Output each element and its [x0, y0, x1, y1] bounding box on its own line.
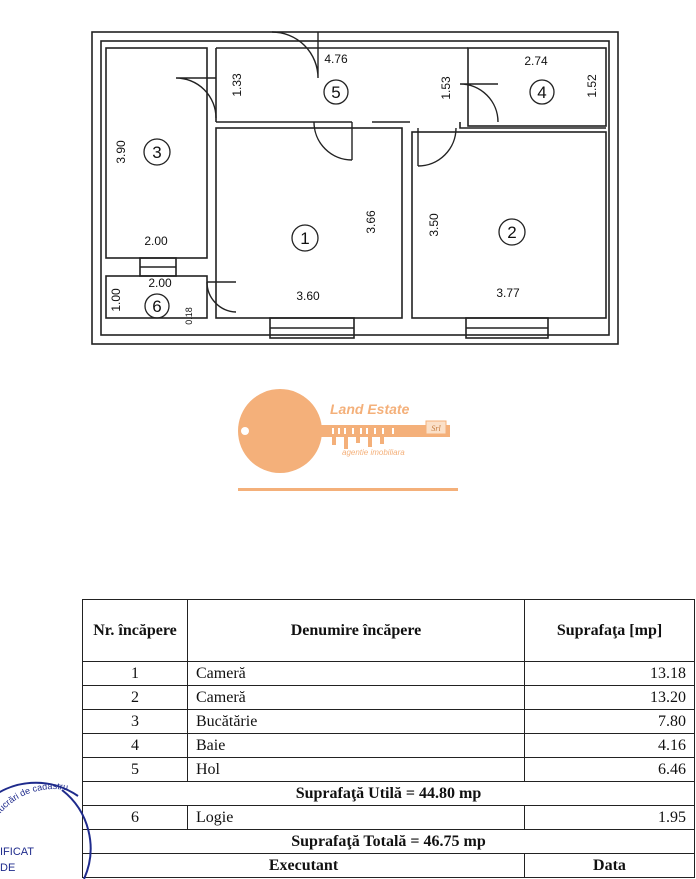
- room-1-number: 1: [300, 229, 309, 248]
- table-row: 5 Hol 6.46: [82, 757, 695, 782]
- dim-room2-height: 3.50: [427, 213, 441, 237]
- logo-subtitle: agentie imobiliara: [342, 448, 405, 457]
- row-area: 1.95: [524, 805, 695, 830]
- dim-hall-left-height: 1.33: [230, 73, 244, 97]
- row-name: Bucătărie: [187, 709, 525, 734]
- room-6-number: 6: [152, 297, 161, 316]
- dim-loggia-width: 2.00: [148, 276, 172, 290]
- header-room-number: Nr. încăpere: [82, 599, 188, 662]
- row-name: Cameră: [187, 685, 525, 710]
- logo-underline: [238, 488, 458, 491]
- room-2-number: 2: [507, 223, 516, 242]
- table-row: 2 Cameră 13.20: [82, 685, 695, 710]
- room-4-outline: [467, 47, 607, 127]
- row-area: 13.18: [524, 661, 695, 686]
- dim-hall-width: 4.76: [324, 52, 348, 66]
- executant-row: Executant Data: [82, 853, 695, 878]
- row-nr: 4: [82, 733, 188, 758]
- row-name: Baie: [187, 733, 525, 758]
- dim-hall-right-height: 1.53: [439, 76, 453, 100]
- logo-badge: Srl: [431, 424, 441, 433]
- row-name: Hol: [187, 757, 525, 782]
- room-5-outline: [215, 47, 606, 129]
- door-room-1: [313, 121, 353, 161]
- floor-plan: 1 2 3 4 5 6 4.76 1.33 1.53 2.74 1.52 3.9…: [91, 31, 619, 345]
- room-area-table: Nr. încăpere Denumire încăpere Suprafaţa…: [82, 599, 695, 878]
- dim-loggia-height: 1.00: [109, 288, 123, 312]
- dim-room1-height: 3.66: [364, 210, 378, 234]
- outer-wall: [91, 31, 619, 345]
- table-row: 4 Baie 4.16: [82, 733, 695, 758]
- stamp-line-1: IFICAT: [0, 846, 35, 858]
- stamp-arc-text: cute lucrări de cadastru: [0, 781, 69, 831]
- table-row: 1 Cameră 13.18: [82, 661, 695, 686]
- total-area: Suprafaţă Totală = 46.75 mp: [82, 829, 695, 854]
- room-5-number: 5: [331, 83, 340, 102]
- row-area: 7.80: [524, 709, 695, 734]
- useful-area-total: Suprafaţă Utilă = 44.80 mp: [82, 781, 695, 806]
- dim-bath-height: 1.52: [585, 74, 599, 98]
- date-label: Data: [524, 853, 695, 878]
- inner-wall: [100, 40, 610, 336]
- table-header-row: Nr. încăpere Denumire încăpere Suprafaţa…: [82, 599, 695, 662]
- row-area: 13.20: [524, 685, 695, 710]
- row-nr: 2: [82, 685, 188, 710]
- door-kitchen: [175, 77, 217, 119]
- row-nr: 1: [82, 661, 188, 686]
- row-nr: 6: [82, 805, 188, 830]
- table-row: 3 Bucătărie 7.80: [82, 709, 695, 734]
- header-room-name: Denumire încăpere: [187, 599, 525, 662]
- row-area: 4.16: [524, 733, 695, 758]
- stamp-line-2: DE: [0, 862, 16, 874]
- executant-label: Executant: [82, 853, 525, 878]
- dim-room1-width: 3.60: [296, 289, 320, 303]
- room-3-number: 3: [152, 143, 161, 162]
- header-area: Suprafaţa [mp]: [524, 599, 695, 662]
- logo-title: Land Estate: [330, 401, 410, 417]
- land-estate-logo: Srl Land Estate agentie imobiliara: [236, 388, 460, 496]
- cadastre-stamp: cute lucrări de cadastru: [0, 781, 92, 879]
- dim-bath-width: 2.74: [524, 54, 548, 68]
- useful-area-row: Suprafaţă Utilă = 44.80 mp: [82, 781, 695, 806]
- dim-room2-width: 3.77: [496, 286, 520, 300]
- row-area: 6.46: [524, 757, 695, 782]
- total-area-row: Suprafaţă Totală = 46.75 mp: [82, 829, 695, 854]
- room-4-number: 4: [537, 83, 546, 102]
- door-room-2: [417, 127, 457, 167]
- door-entrance: [271, 31, 319, 79]
- dim-loggia-door: 0.18: [184, 307, 194, 325]
- table-row: 6 Logie 1.95: [82, 805, 695, 830]
- dim-kitchen-width: 2.00: [144, 234, 168, 248]
- row-nr: 3: [82, 709, 188, 734]
- dim-kitchen-height: 3.90: [114, 140, 128, 164]
- row-name: Cameră: [187, 661, 525, 686]
- row-name: Logie: [187, 805, 525, 830]
- door-bathroom: [459, 83, 499, 123]
- key-head-icon: [238, 389, 322, 473]
- door-loggia: [206, 281, 237, 313]
